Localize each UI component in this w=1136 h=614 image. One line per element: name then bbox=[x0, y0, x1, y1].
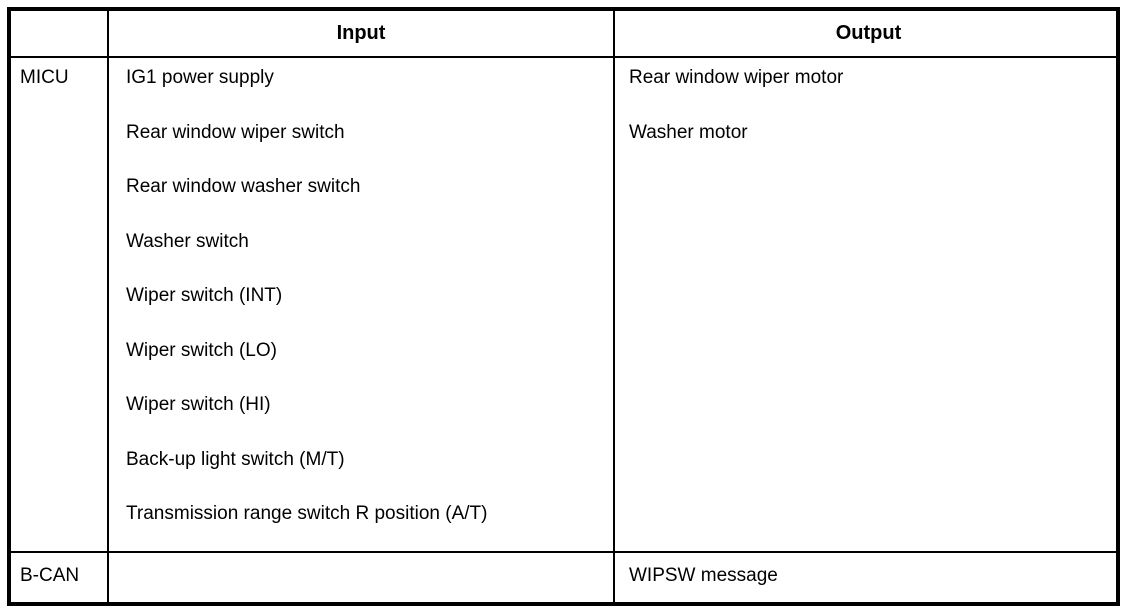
table-header-row: Input Output bbox=[11, 11, 1116, 56]
cell-input-bcan bbox=[109, 553, 613, 602]
list-item: Back-up light switch (M/T) bbox=[126, 448, 345, 470]
table-inner: Input Output MICU IG1 power supply Rear … bbox=[11, 11, 1116, 602]
header-cell-input: Input bbox=[336, 22, 386, 44]
output-item-list: WIPSW message bbox=[629, 565, 1122, 587]
list-item: IG1 power supply bbox=[126, 67, 274, 88]
list-item: Rear window washer switch bbox=[126, 176, 361, 197]
output-item-list: Rear window wiper motor Washer motor bbox=[629, 67, 1122, 176]
cell-input-micu: IG1 power supply Rear window wiper switc… bbox=[109, 58, 613, 551]
cell-output-bcan: WIPSW message bbox=[615, 553, 1122, 602]
list-item: Rear window wiper motor bbox=[629, 67, 844, 88]
list-item: Washer switch bbox=[126, 230, 249, 252]
list-item: Wiper switch (INT) bbox=[126, 285, 283, 306]
table-row-bcan: B-CAN WIPSW message bbox=[11, 553, 1116, 602]
row-separator-micu-bcan bbox=[11, 551, 1116, 553]
row-separator-header bbox=[11, 56, 1116, 58]
column-separator-input-output bbox=[613, 11, 615, 602]
list-item: Transmission range switch R position (A/… bbox=[126, 503, 488, 524]
list-item: WIPSW message bbox=[629, 565, 778, 586]
list-item: Wiper switch (LO) bbox=[126, 339, 277, 361]
input-output-table: Input Output MICU IG1 power supply Rear … bbox=[7, 7, 1120, 606]
list-item: Wiper switch (HI) bbox=[126, 394, 271, 415]
column-separator-module-input bbox=[107, 11, 109, 602]
list-item: Rear window wiper switch bbox=[126, 121, 345, 143]
header-cell-module bbox=[11, 11, 107, 56]
cell-output-micu: Rear window wiper motor Washer motor bbox=[615, 58, 1122, 551]
module-label: B-CAN bbox=[20, 565, 80, 586]
table-row-micu: MICU IG1 power supply Rear window wiper … bbox=[11, 58, 1116, 551]
header-cell-output: Output bbox=[835, 22, 902, 44]
cell-module-micu: MICU bbox=[11, 58, 107, 551]
input-item-list: IG1 power supply Rear window wiper switc… bbox=[126, 67, 613, 558]
list-item: Washer motor bbox=[629, 121, 748, 143]
module-label: MICU bbox=[20, 67, 69, 88]
cell-module-bcan: B-CAN bbox=[11, 553, 107, 602]
